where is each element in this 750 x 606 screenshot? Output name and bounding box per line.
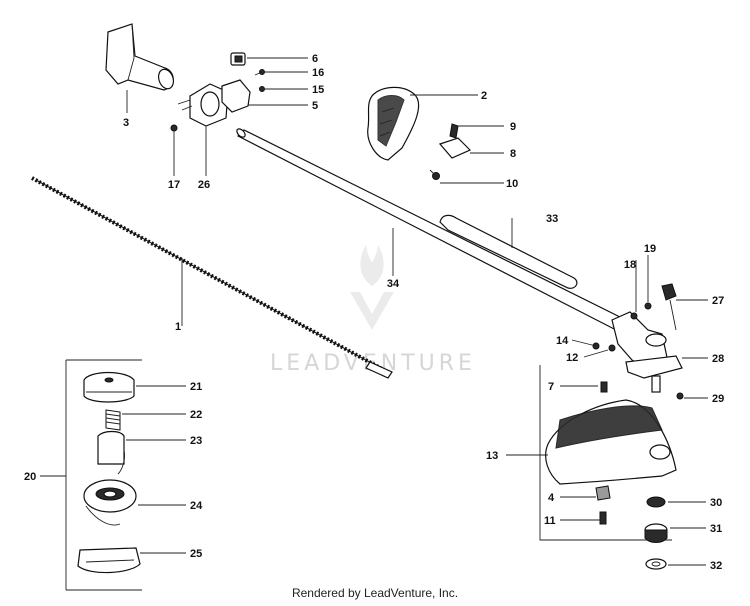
callout-21: 21 <box>190 381 202 393</box>
part-handle-grip <box>105 23 175 113</box>
callout-23: 23 <box>190 435 202 447</box>
callout-34: 34 <box>387 278 400 290</box>
part-washers <box>644 496 668 570</box>
part-drive-cable <box>31 176 393 379</box>
callout-6: 6 <box>312 53 318 65</box>
callout-12: 12 <box>566 352 578 364</box>
part-guard-assembly <box>539 365 677 541</box>
part-loop-handle <box>367 86 420 161</box>
leader-lines <box>40 57 708 566</box>
callout-20: 20 <box>24 471 36 483</box>
callout-4: 4 <box>548 492 555 504</box>
callout-2: 2 <box>481 90 487 102</box>
footer-credit: Rendered by LeadVenture, Inc. <box>291 586 459 600</box>
callout-18: 18 <box>624 259 636 271</box>
part-throttle-assembly <box>170 52 265 176</box>
callout-17: 17 <box>168 179 180 191</box>
callout-32: 32 <box>710 560 722 572</box>
callout-14: 14 <box>556 335 569 347</box>
callout-25: 25 <box>190 548 202 560</box>
part-handle-clamp <box>429 123 472 180</box>
callout-24: 24 <box>190 500 203 512</box>
callout-labels: 1 2 3 4 5 6 7 8 9 10 11 12 13 14 15 16 1… <box>24 53 724 572</box>
callout-7: 7 <box>548 381 554 393</box>
callout-26: 26 <box>198 179 210 191</box>
part-trimmer-head-group <box>65 359 142 591</box>
callout-31: 31 <box>710 523 722 535</box>
callout-3: 3 <box>123 117 129 129</box>
callout-13: 13 <box>486 450 498 462</box>
leadventure-logo-icon <box>350 245 394 330</box>
callout-27: 27 <box>712 295 724 307</box>
callout-22: 22 <box>190 409 202 421</box>
callout-10: 10 <box>506 178 518 190</box>
callout-5: 5 <box>312 100 318 112</box>
part-drive-tube <box>236 128 627 333</box>
callout-28: 28 <box>712 353 724 365</box>
callout-29: 29 <box>712 393 724 405</box>
callout-15: 15 <box>312 84 324 96</box>
callout-11: 11 <box>544 515 556 527</box>
callout-9: 9 <box>510 121 516 133</box>
callout-19: 19 <box>644 243 656 255</box>
callout-30: 30 <box>710 497 722 509</box>
callout-8: 8 <box>510 148 516 160</box>
callout-16: 16 <box>312 67 324 79</box>
part-shaft-liner <box>439 214 578 289</box>
callout-33: 33 <box>546 213 558 225</box>
part-gear-head <box>592 255 684 400</box>
watermark: LEADVENTURE <box>270 245 472 376</box>
callout-1: 1 <box>175 321 181 333</box>
